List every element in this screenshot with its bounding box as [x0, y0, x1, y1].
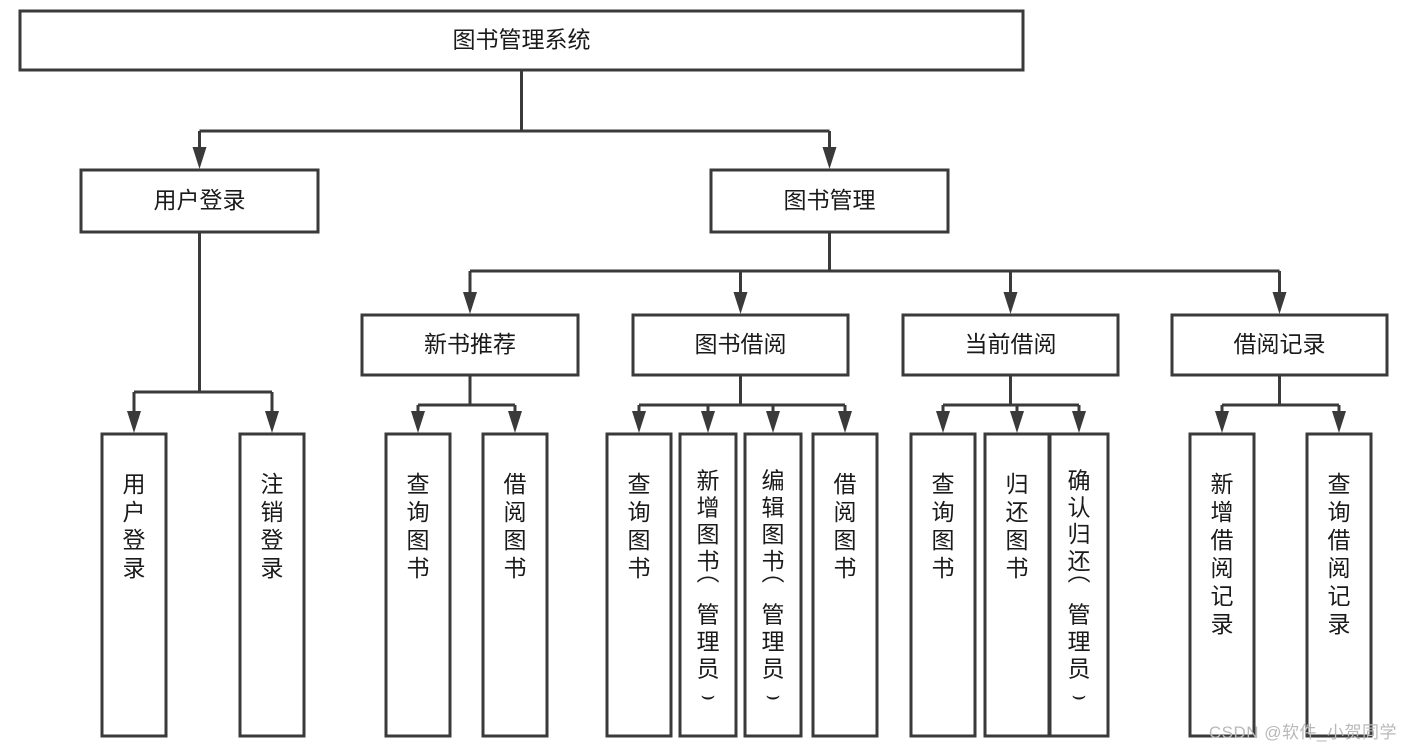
node-label-leaf-edit-book: 编辑图书⌒管理员⌣	[762, 467, 785, 708]
node-label-new-book-rec: 新书推荐	[424, 331, 516, 357]
node-label-leaf-borrow-book-2: 借阅图书	[834, 471, 857, 581]
node-box-root[interactable]	[18, 9, 1025, 72]
edge-book-manage-to-borrow-record	[828, 232, 1287, 314]
edge-root-to-book-manage	[520, 70, 837, 169]
node-current-borrow[interactable]: 当前借阅	[901, 313, 1120, 377]
node-label-borrow-record: 借阅记录	[1234, 331, 1326, 357]
node-label-user-login: 用户登录	[154, 187, 246, 213]
node-leaf-user-logout[interactable]: 注销登录	[238, 432, 306, 738]
node-leaf-add-record[interactable]: 新增借阅记录	[1188, 432, 1256, 738]
node-box-leaf-user-login[interactable]	[100, 432, 168, 738]
node-box-leaf-confirm-return[interactable]	[1048, 432, 1110, 738]
node-label-current-borrow: 当前借阅	[965, 331, 1057, 357]
node-leaf-query-book-2[interactable]: 查询图书	[605, 432, 673, 738]
node-label-book-borrow: 图书借阅	[695, 331, 787, 357]
edge-borrow-record-to-leaf-add-record	[1215, 375, 1281, 433]
edges-layer	[127, 70, 1346, 433]
node-leaf-borrow-book-1[interactable]: 借阅图书	[481, 432, 549, 738]
node-box-leaf-user-logout[interactable]	[238, 432, 306, 738]
edge-current-borrow-to-leaf-confirm-return	[1009, 375, 1086, 433]
edge-borrow-record-to-leaf-query-record	[1278, 375, 1346, 433]
node-box-leaf-edit-book[interactable]	[743, 432, 803, 738]
node-label-leaf-user-logout: 注销登录	[261, 471, 284, 581]
node-label-leaf-user-login: 用户登录	[123, 471, 146, 581]
edge-root-to-user-login	[192, 70, 523, 169]
node-user-login[interactable]: 用户登录	[79, 168, 320, 234]
node-leaf-query-book-3[interactable]: 查询图书	[909, 432, 977, 738]
node-box-current-borrow[interactable]	[901, 313, 1120, 377]
node-label-leaf-query-record: 查询借阅记录	[1328, 471, 1351, 637]
edge-new-book-rec-to-leaf-query-book-1	[411, 375, 472, 433]
edge-book-manage-to-current-borrow	[828, 232, 1018, 314]
edge-book-manage-to-new-book-rec	[463, 232, 831, 314]
node-box-user-login[interactable]	[79, 168, 320, 234]
node-borrow-record[interactable]: 借阅记录	[1170, 313, 1389, 377]
node-leaf-add-book[interactable]: 新增图书⌒管理员⌣	[678, 432, 738, 738]
node-leaf-query-record[interactable]: 查询借阅记录	[1305, 432, 1373, 738]
edge-book-manage-to-book-borrow	[733, 232, 831, 314]
node-leaf-confirm-return[interactable]: 确认归还⌒管理员⌣	[1048, 432, 1110, 738]
node-label-root: 图书管理系统	[453, 27, 591, 53]
nodes-layer: 图书管理系统用户登录图书管理新书推荐图书借阅当前借阅借阅记录用户登录注销登录查询…	[18, 9, 1389, 738]
node-box-leaf-add-record[interactable]	[1188, 432, 1256, 738]
node-box-leaf-query-book-3[interactable]	[909, 432, 977, 738]
edge-user-login-to-leaf-user-logout	[198, 232, 279, 433]
node-label-leaf-add-book: 新增图书⌒管理员⌣	[697, 467, 720, 708]
node-label-leaf-return-book: 归还图书	[1006, 471, 1029, 581]
edge-current-borrow-to-leaf-query-book-3	[936, 375, 1012, 433]
node-label-leaf-borrow-book-1: 借阅图书	[504, 471, 527, 581]
node-root[interactable]: 图书管理系统	[18, 9, 1025, 72]
edge-book-borrow-to-leaf-borrow-book-2	[739, 375, 852, 433]
node-label-leaf-query-book-1: 查询图书	[407, 471, 430, 581]
node-leaf-user-login[interactable]: 用户登录	[100, 432, 168, 738]
node-box-leaf-query-book-2[interactable]	[605, 432, 673, 738]
node-label-leaf-query-book-2: 查询图书	[628, 471, 651, 581]
node-new-book-rec[interactable]: 新书推荐	[360, 313, 580, 377]
node-book-manage[interactable]: 图书管理	[709, 168, 950, 234]
node-box-new-book-rec[interactable]	[360, 313, 580, 377]
node-book-borrow[interactable]: 图书借阅	[631, 313, 850, 377]
node-label-leaf-query-book-3: 查询图书	[932, 471, 955, 581]
node-box-borrow-record[interactable]	[1170, 313, 1389, 377]
node-leaf-query-book-1[interactable]: 查询图书	[384, 432, 452, 738]
node-leaf-borrow-book-2[interactable]: 借阅图书	[811, 432, 879, 738]
node-box-book-manage[interactable]	[709, 168, 950, 234]
node-leaf-edit-book[interactable]: 编辑图书⌒管理员⌣	[743, 432, 803, 738]
watermark: CSDN @软件_小贺同学	[1208, 723, 1397, 742]
node-label-book-manage: 图书管理	[784, 187, 876, 213]
edge-user-login-to-leaf-user-login	[127, 232, 201, 433]
edge-new-book-rec-to-leaf-borrow-book-1	[468, 375, 522, 433]
node-leaf-return-book[interactable]: 归还图书	[983, 432, 1051, 738]
node-box-leaf-query-book-1[interactable]	[384, 432, 452, 738]
node-box-leaf-return-book[interactable]	[983, 432, 1051, 738]
node-box-leaf-add-book[interactable]	[678, 432, 738, 738]
node-box-leaf-borrow-book-2[interactable]	[811, 432, 879, 738]
node-box-book-borrow[interactable]	[631, 313, 850, 377]
node-label-leaf-add-record: 新增借阅记录	[1211, 471, 1234, 637]
node-box-leaf-query-record[interactable]	[1305, 432, 1373, 738]
node-box-leaf-borrow-book-1[interactable]	[481, 432, 549, 738]
node-label-leaf-confirm-return: 确认归还⌒管理员⌣	[1068, 467, 1091, 708]
